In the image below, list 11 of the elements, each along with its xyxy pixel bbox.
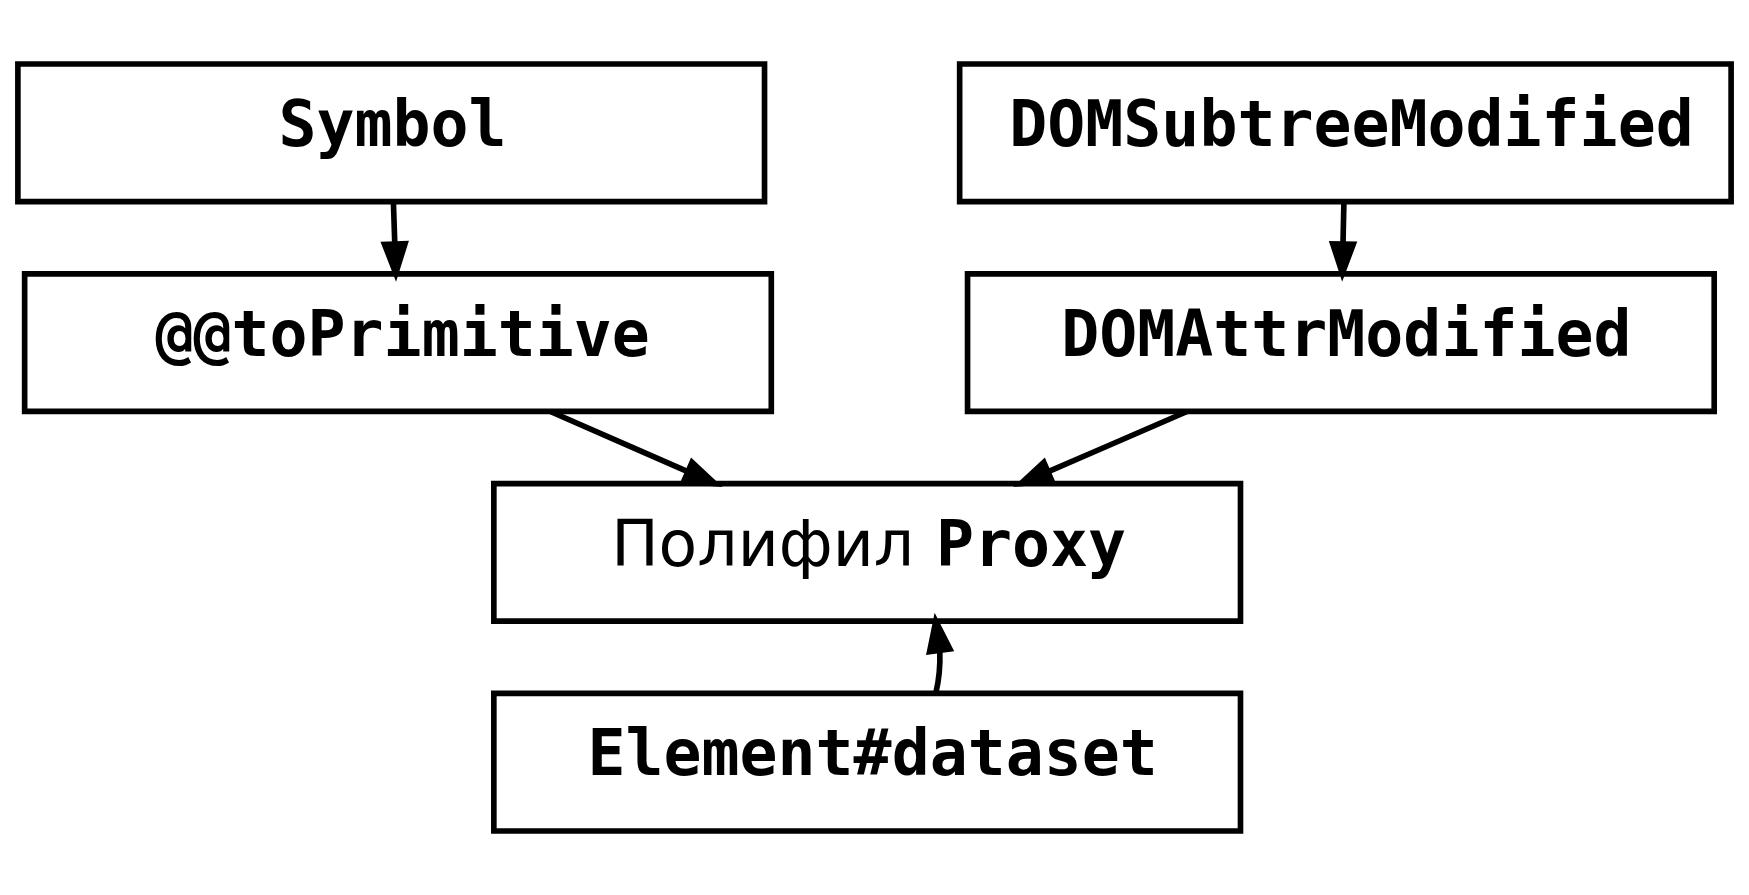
arrow xyxy=(1013,408,1189,487)
node-box: Element#dataset xyxy=(491,690,1244,834)
arrow xyxy=(380,201,409,282)
node-box: DOMSubtreeModified xyxy=(956,61,1734,205)
node-box: Symbol xyxy=(15,61,768,205)
arrow xyxy=(549,408,723,487)
arrow xyxy=(926,612,955,694)
node-box: Полифил Proxy xyxy=(491,480,1244,624)
node-box: @@toPrimitive xyxy=(21,271,775,415)
arrow xyxy=(1328,201,1358,282)
node-box: DOMAttrModified xyxy=(964,271,1717,415)
